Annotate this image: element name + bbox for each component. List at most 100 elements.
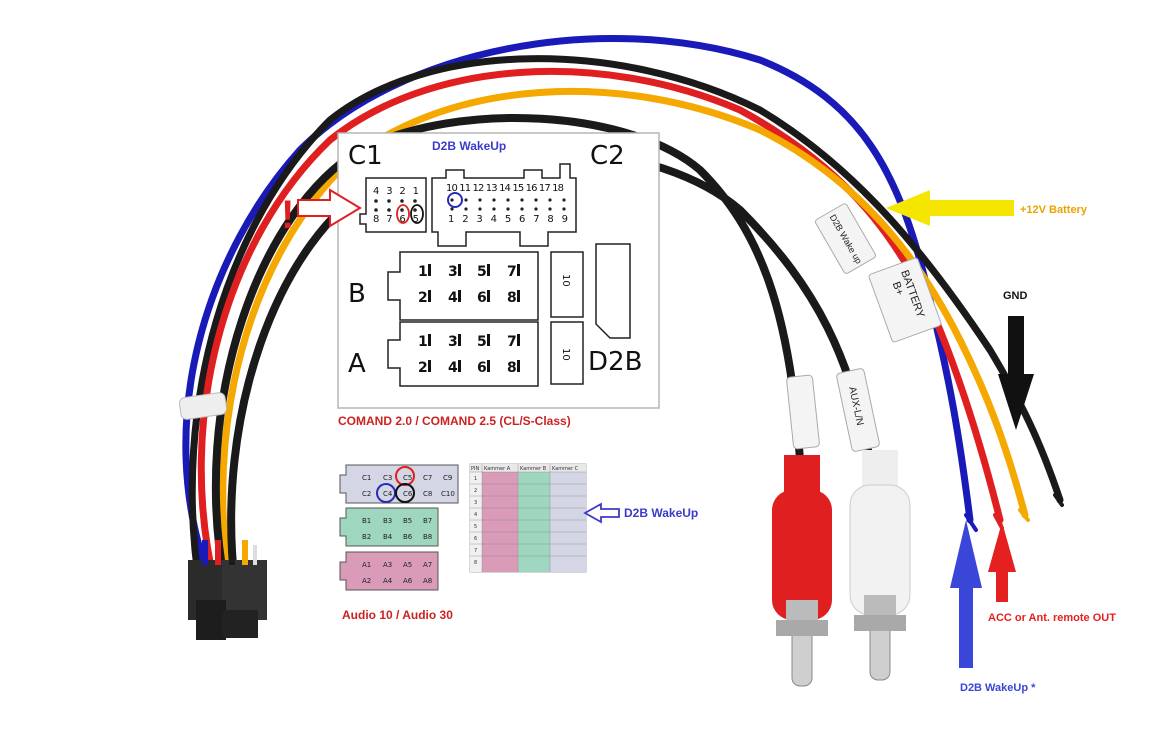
audio-b3: B3 bbox=[383, 517, 392, 525]
audio-c6-black-mark bbox=[395, 483, 415, 503]
warning-exclamation: ! bbox=[281, 193, 294, 237]
pin-b-4: 4 bbox=[448, 290, 458, 306]
d2b-label: D2B bbox=[588, 347, 642, 377]
pin-a-7: 7 bbox=[507, 334, 517, 350]
tag-aux-left bbox=[786, 374, 820, 450]
c2-connector bbox=[431, 163, 577, 247]
pin-b-3: 3 bbox=[448, 264, 458, 280]
wire-red bbox=[197, 68, 1004, 589]
c1-label: C1 bbox=[348, 141, 383, 171]
d2b-bottom-label: D2B WakeUp * bbox=[960, 682, 1036, 694]
pin-a-6: 6 bbox=[477, 360, 487, 376]
c1-top-pins: 4 3 2 1 bbox=[373, 186, 419, 197]
audio-c3: C3 bbox=[383, 474, 392, 482]
gnd-label: GND bbox=[1003, 290, 1028, 302]
table-pin-1: 1 bbox=[474, 476, 477, 482]
battery-label: +12V Battery bbox=[1020, 204, 1088, 216]
rca-plug-red bbox=[772, 455, 832, 687]
rca-plug-white bbox=[849, 450, 911, 681]
audio-a1: A1 bbox=[362, 561, 371, 569]
c1-pin-5-black-mark bbox=[410, 204, 424, 224]
wire-yellow bbox=[219, 88, 1029, 589]
acc-label: ACC or Ant. remote OUT bbox=[988, 612, 1116, 624]
audio-a2: A2 bbox=[362, 577, 371, 585]
audio-b8: B8 bbox=[423, 533, 432, 541]
audio-c1: C1 bbox=[362, 474, 371, 482]
table-pin-2: 2 bbox=[474, 488, 477, 494]
d2b-mid-arrow bbox=[583, 502, 620, 524]
audio-c7: C7 bbox=[423, 474, 432, 482]
audio-a7: A7 bbox=[423, 561, 432, 569]
d2b-slot-1-label: 10 bbox=[560, 274, 571, 287]
pin-b-7: 7 bbox=[507, 264, 517, 280]
audio-c8: C8 bbox=[423, 490, 432, 498]
c2-pin-10-d2b-mark bbox=[447, 192, 463, 208]
tag-aux: AUX-L/N bbox=[836, 368, 880, 452]
conn-a-housing bbox=[387, 321, 539, 387]
audio-c2: C2 bbox=[362, 490, 371, 498]
audio-a5: A5 bbox=[403, 561, 412, 569]
gnd-arrow bbox=[998, 316, 1034, 430]
audio-a3: A3 bbox=[383, 561, 392, 569]
table-header-b: Kammer B bbox=[520, 466, 547, 472]
multi-plug bbox=[188, 540, 267, 640]
tag-battery: B+ BATTERY bbox=[868, 257, 942, 343]
audio-pin-table: PIN Kammer A Kammer B Kammer C 1 2 3 4 5… bbox=[469, 463, 587, 573]
battery-arrow bbox=[886, 190, 1014, 226]
pin-b-6: 6 bbox=[477, 290, 487, 306]
conn-b-label: B bbox=[348, 279, 366, 309]
table-header-c: Kammer C bbox=[552, 466, 579, 472]
c1-bottom-pins: 8 7 6 5 bbox=[373, 214, 419, 225]
audio-a-connector bbox=[339, 551, 439, 591]
conn-b-pins: 1 3 5 7 2 4 6 8 bbox=[418, 264, 520, 306]
pin-a-2: 2 bbox=[418, 360, 428, 376]
warning-arrow bbox=[297, 188, 362, 228]
audio-a8: A8 bbox=[423, 577, 432, 585]
wire-black bbox=[188, 55, 1064, 594]
d2b-slot-1 bbox=[550, 251, 584, 318]
c2-label: C2 bbox=[590, 141, 625, 171]
pin-b-8: 8 bbox=[507, 290, 517, 306]
pin-b-1: 1 bbox=[418, 264, 428, 280]
c2-pin-dots bbox=[450, 198, 566, 211]
audio-c4: C4 bbox=[383, 490, 393, 498]
pin-a-8: 8 bbox=[507, 360, 517, 376]
c1-pin-6-red-mark bbox=[396, 204, 410, 224]
d2b-slot-2 bbox=[550, 321, 584, 385]
acc-arrow bbox=[988, 522, 1016, 602]
audio-c6: C6 bbox=[403, 490, 413, 498]
table-pin-4: 4 bbox=[474, 512, 477, 518]
conn-a-label: A bbox=[348, 349, 366, 379]
table-header-pin: PIN bbox=[471, 466, 479, 472]
c2-bottom-pins: 1 2 3 4 5 6 7 8 9 bbox=[448, 214, 568, 225]
table-pin-6: 6 bbox=[474, 536, 477, 542]
wire-black-rca-left bbox=[211, 114, 804, 589]
table-pin-5: 5 bbox=[474, 524, 477, 530]
comand-caption: COMAND 2.0 / COMAND 2.5 (CL/S-Class) bbox=[338, 414, 571, 428]
c2-top-pins: 10 11 12 13 14 15 16 17 18 bbox=[446, 183, 564, 194]
audio-b2: B2 bbox=[362, 533, 371, 541]
audio-b4: B4 bbox=[383, 533, 393, 541]
d2b-top-label: D2B WakeUp bbox=[432, 139, 506, 153]
d2b-mid-label: D2B WakeUp bbox=[624, 506, 698, 520]
table-pin-7: 7 bbox=[474, 548, 477, 554]
d2b-port bbox=[595, 243, 631, 339]
pin-b-5: 5 bbox=[477, 264, 487, 280]
pin-a-5: 5 bbox=[477, 334, 487, 350]
audio-c5: C5 bbox=[403, 474, 412, 482]
c1-pin-dots bbox=[374, 199, 417, 212]
c1-connector bbox=[359, 177, 427, 233]
audio-caption: Audio 10 / Audio 30 bbox=[342, 608, 453, 622]
audio-b7: B7 bbox=[423, 517, 432, 525]
pin-a-3: 3 bbox=[448, 334, 458, 350]
wire-ends bbox=[964, 493, 1064, 532]
audio-c9: C9 bbox=[443, 474, 452, 482]
d2b-slot-2-label: 10 bbox=[560, 348, 571, 361]
table-header-a: Kammer A bbox=[484, 466, 511, 472]
audio-b1: B1 bbox=[362, 517, 371, 525]
audio-pinout-panel: C1 C3 C5 C7 C9 C2 C4 C6 C8 C10 B1 B3 B5 … bbox=[339, 463, 698, 591]
table-pin-3: 3 bbox=[474, 500, 477, 506]
pin-a-1: 1 bbox=[418, 334, 428, 350]
table-pin-8: 8 bbox=[474, 560, 477, 566]
